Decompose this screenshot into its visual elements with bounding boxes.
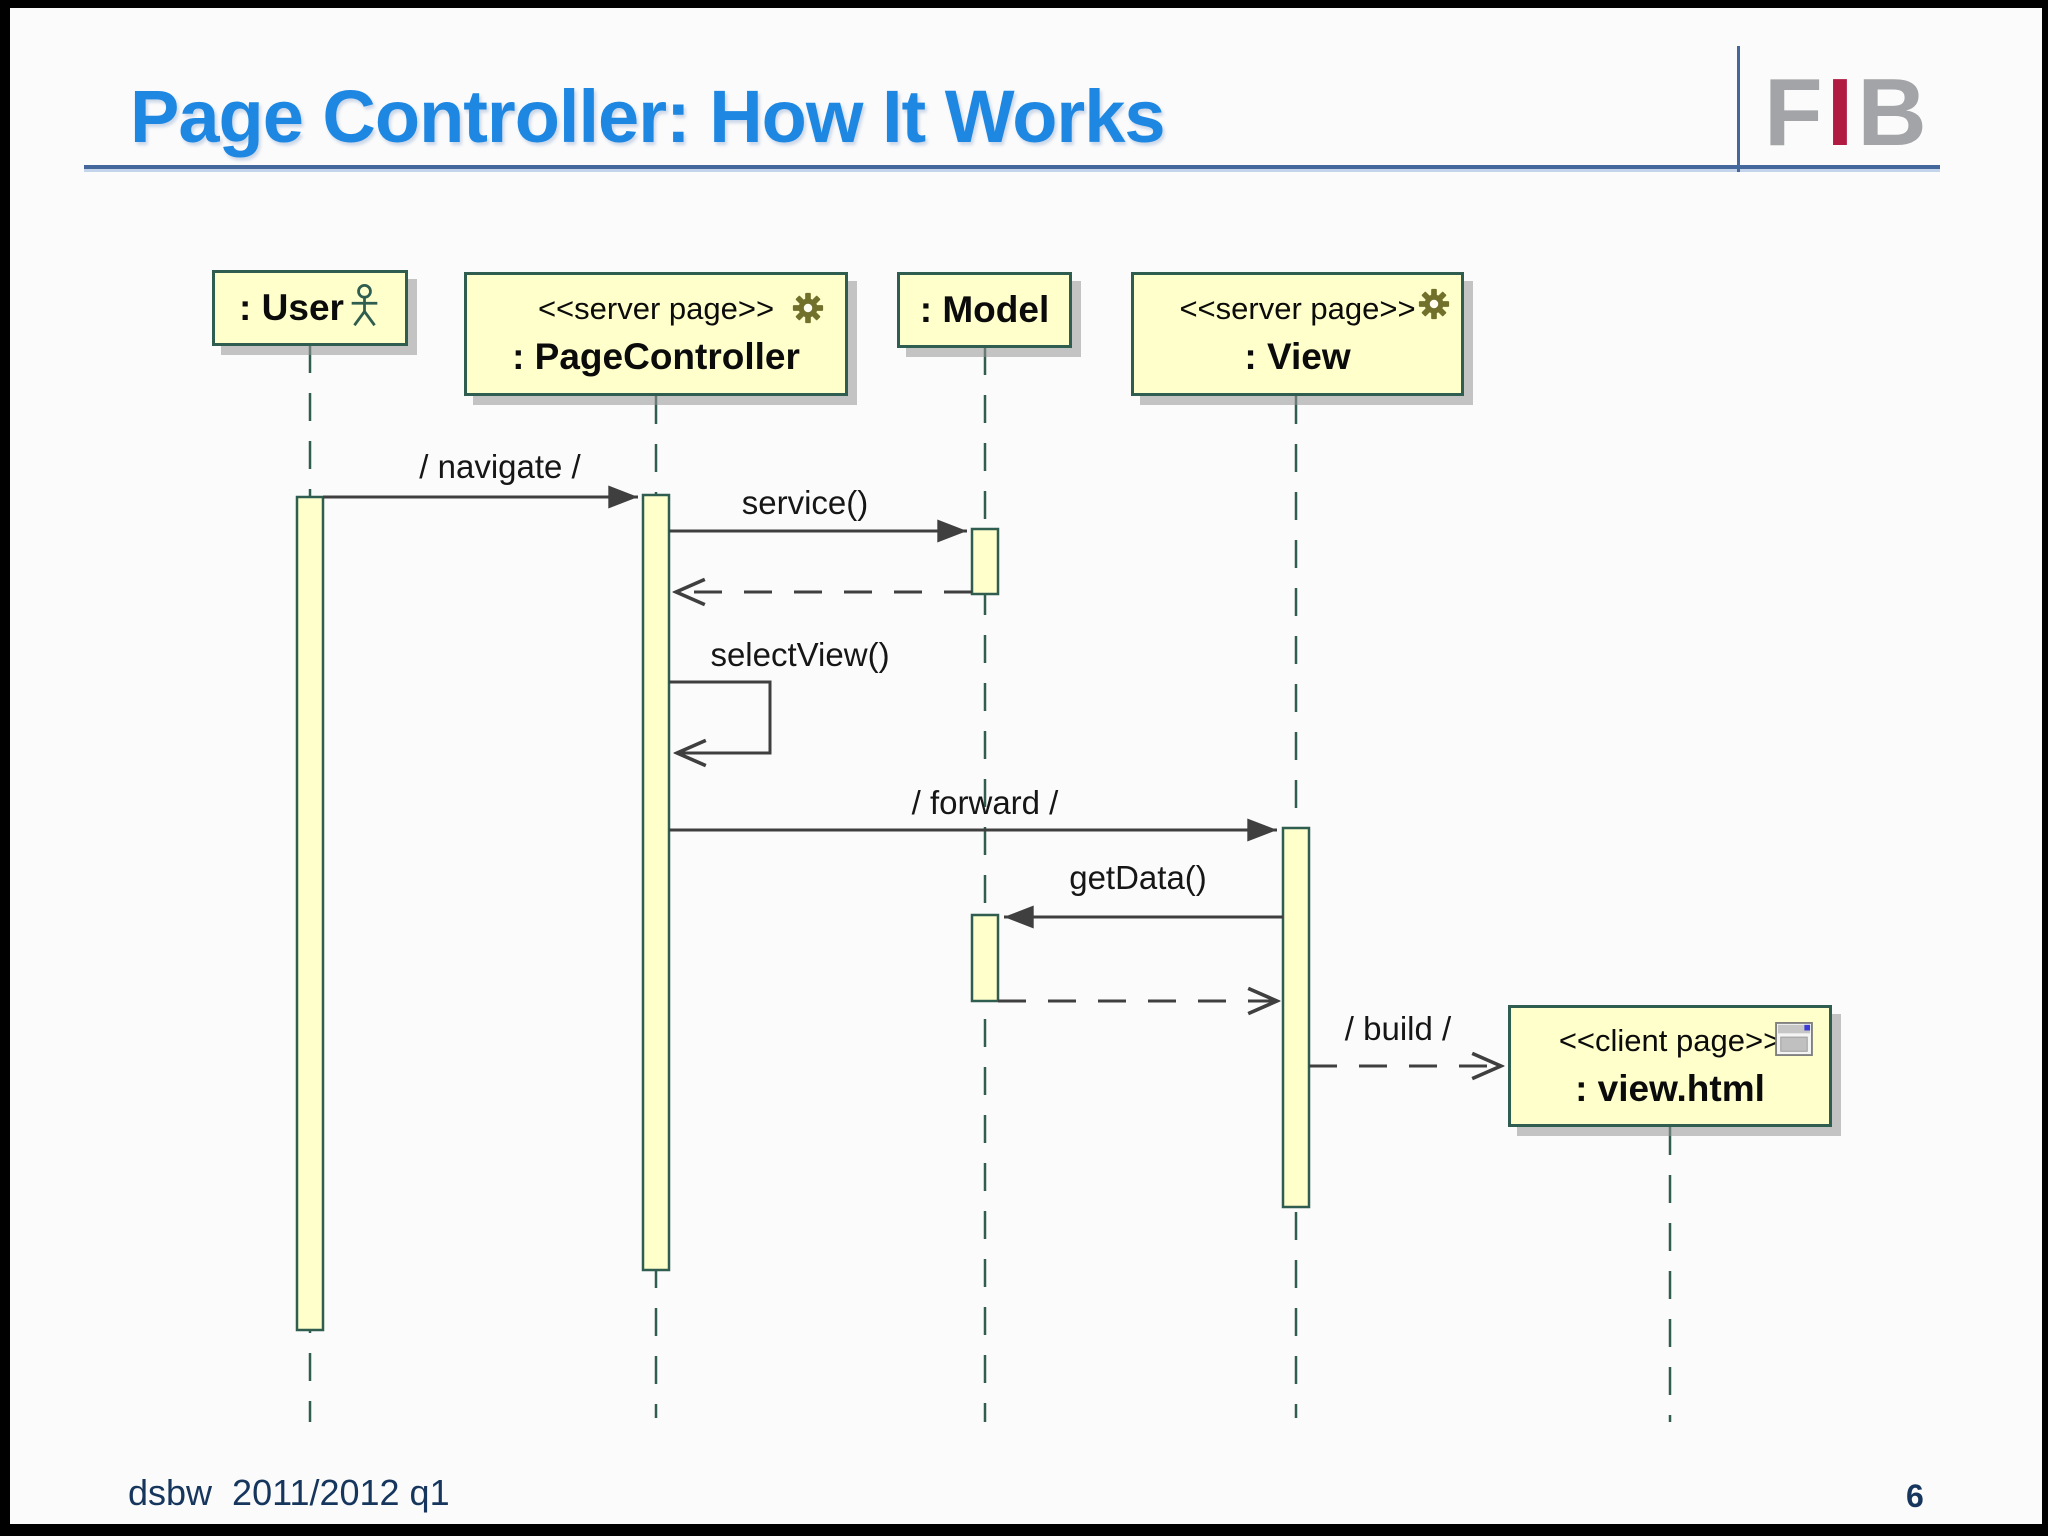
arrow-selectview-self (669, 680, 772, 753)
slide-border-right (2042, 0, 2048, 1536)
pagecontroller-label: : PageController (512, 335, 800, 377)
gear-icon (1417, 287, 1451, 326)
lifeline-head-view: <<server page>> : View (1131, 272, 1464, 396)
lifeline-head-viewhtml: <<client page>> : view.html (1508, 1005, 1832, 1127)
activation-pagecontroller (641, 493, 671, 1272)
fib-logo: FIB (1764, 58, 1931, 168)
activation-user (295, 495, 325, 1332)
message-label-selectview: selectView() (710, 636, 890, 673)
footer-course-label: dsbw 2011/2012 q1 (128, 1472, 450, 1513)
actor-icon (348, 283, 381, 334)
message-label-forward: / forward / (911, 784, 1059, 821)
lifeline-head-pagecontroller: <<server page>> : PageController (464, 272, 848, 396)
header-divider-line (1737, 46, 1740, 172)
message-label-getdata: getData() (1069, 859, 1207, 896)
page-title: Page Controller: How It Works (130, 75, 1166, 158)
viewhtml-stereotype: <<client page>> (1558, 1022, 1782, 1058)
slide-border-top (0, 0, 2048, 8)
view-stereotype: <<server page>> (1179, 290, 1416, 326)
logo-letter-b: B (1857, 59, 1931, 166)
client-page-icon (1775, 1022, 1813, 1061)
slide-border-bottom (0, 1524, 2048, 1536)
model-label: : Model (919, 289, 1050, 331)
view-label: : View (1244, 335, 1351, 377)
message-label-navigate: / navigate / (419, 448, 581, 485)
activation-view (1281, 826, 1311, 1209)
message-label-service: service() (741, 484, 869, 521)
logo-letter-f: F (1764, 59, 1827, 166)
slide-border-left (0, 0, 10, 1536)
gear-icon (791, 291, 825, 330)
activation-model-2 (970, 913, 1000, 1003)
pagecontroller-stereotype: <<server page>> (537, 290, 775, 326)
user-label: : User (239, 287, 344, 329)
lifeline-head-user: : User (212, 270, 408, 346)
lifeline-head-model: : Model (897, 272, 1072, 348)
title-underline (84, 165, 1940, 169)
page-number: 6 (1906, 1478, 1924, 1514)
activation-model-1 (970, 527, 1000, 596)
viewhtml-label: : view.html (1575, 1067, 1765, 1109)
message-label-build: / build / (1344, 1010, 1452, 1047)
logo-letter-i: I (1826, 59, 1858, 166)
